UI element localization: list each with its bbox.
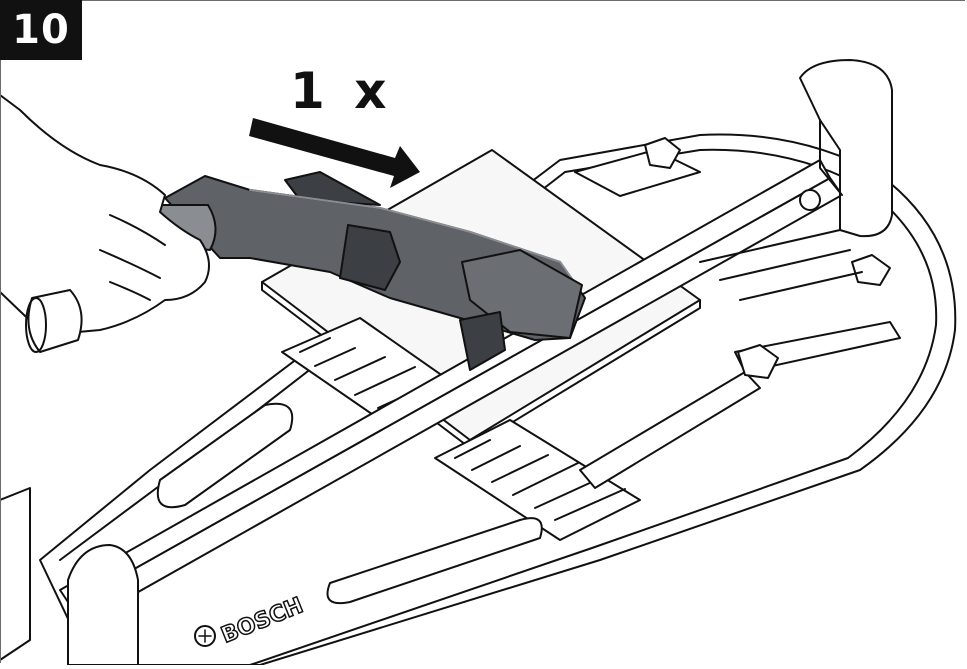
base-plate-rim bbox=[59, 148, 938, 666]
cutter-handle bbox=[156, 171, 586, 371]
hand bbox=[0, 94, 210, 336]
clamp-knob-2 bbox=[851, 254, 891, 286]
end-post-left-side bbox=[0, 487, 31, 661]
end-post-left bbox=[67, 544, 139, 666]
repeat-count-label: 1 x bbox=[290, 62, 393, 120]
bosch-logo-icon bbox=[194, 625, 216, 647]
end-post-right bbox=[799, 59, 893, 238]
clamp-fence-lower bbox=[579, 371, 761, 489]
rail-bolt bbox=[799, 189, 821, 211]
base-slot-bottom bbox=[326, 517, 543, 605]
step-number-badge: 10 bbox=[0, 0, 82, 60]
cutting-wheel-holder bbox=[459, 311, 506, 371]
base-slot-left bbox=[156, 402, 294, 509]
support-pad-lower bbox=[434, 419, 641, 541]
clamp-knob-3 bbox=[737, 344, 779, 379]
direction-arrow-icon bbox=[249, 118, 420, 188]
clamp-knob-1 bbox=[644, 137, 681, 169]
loose-tube bbox=[27, 289, 83, 353]
handle-grip-cap bbox=[339, 224, 401, 291]
